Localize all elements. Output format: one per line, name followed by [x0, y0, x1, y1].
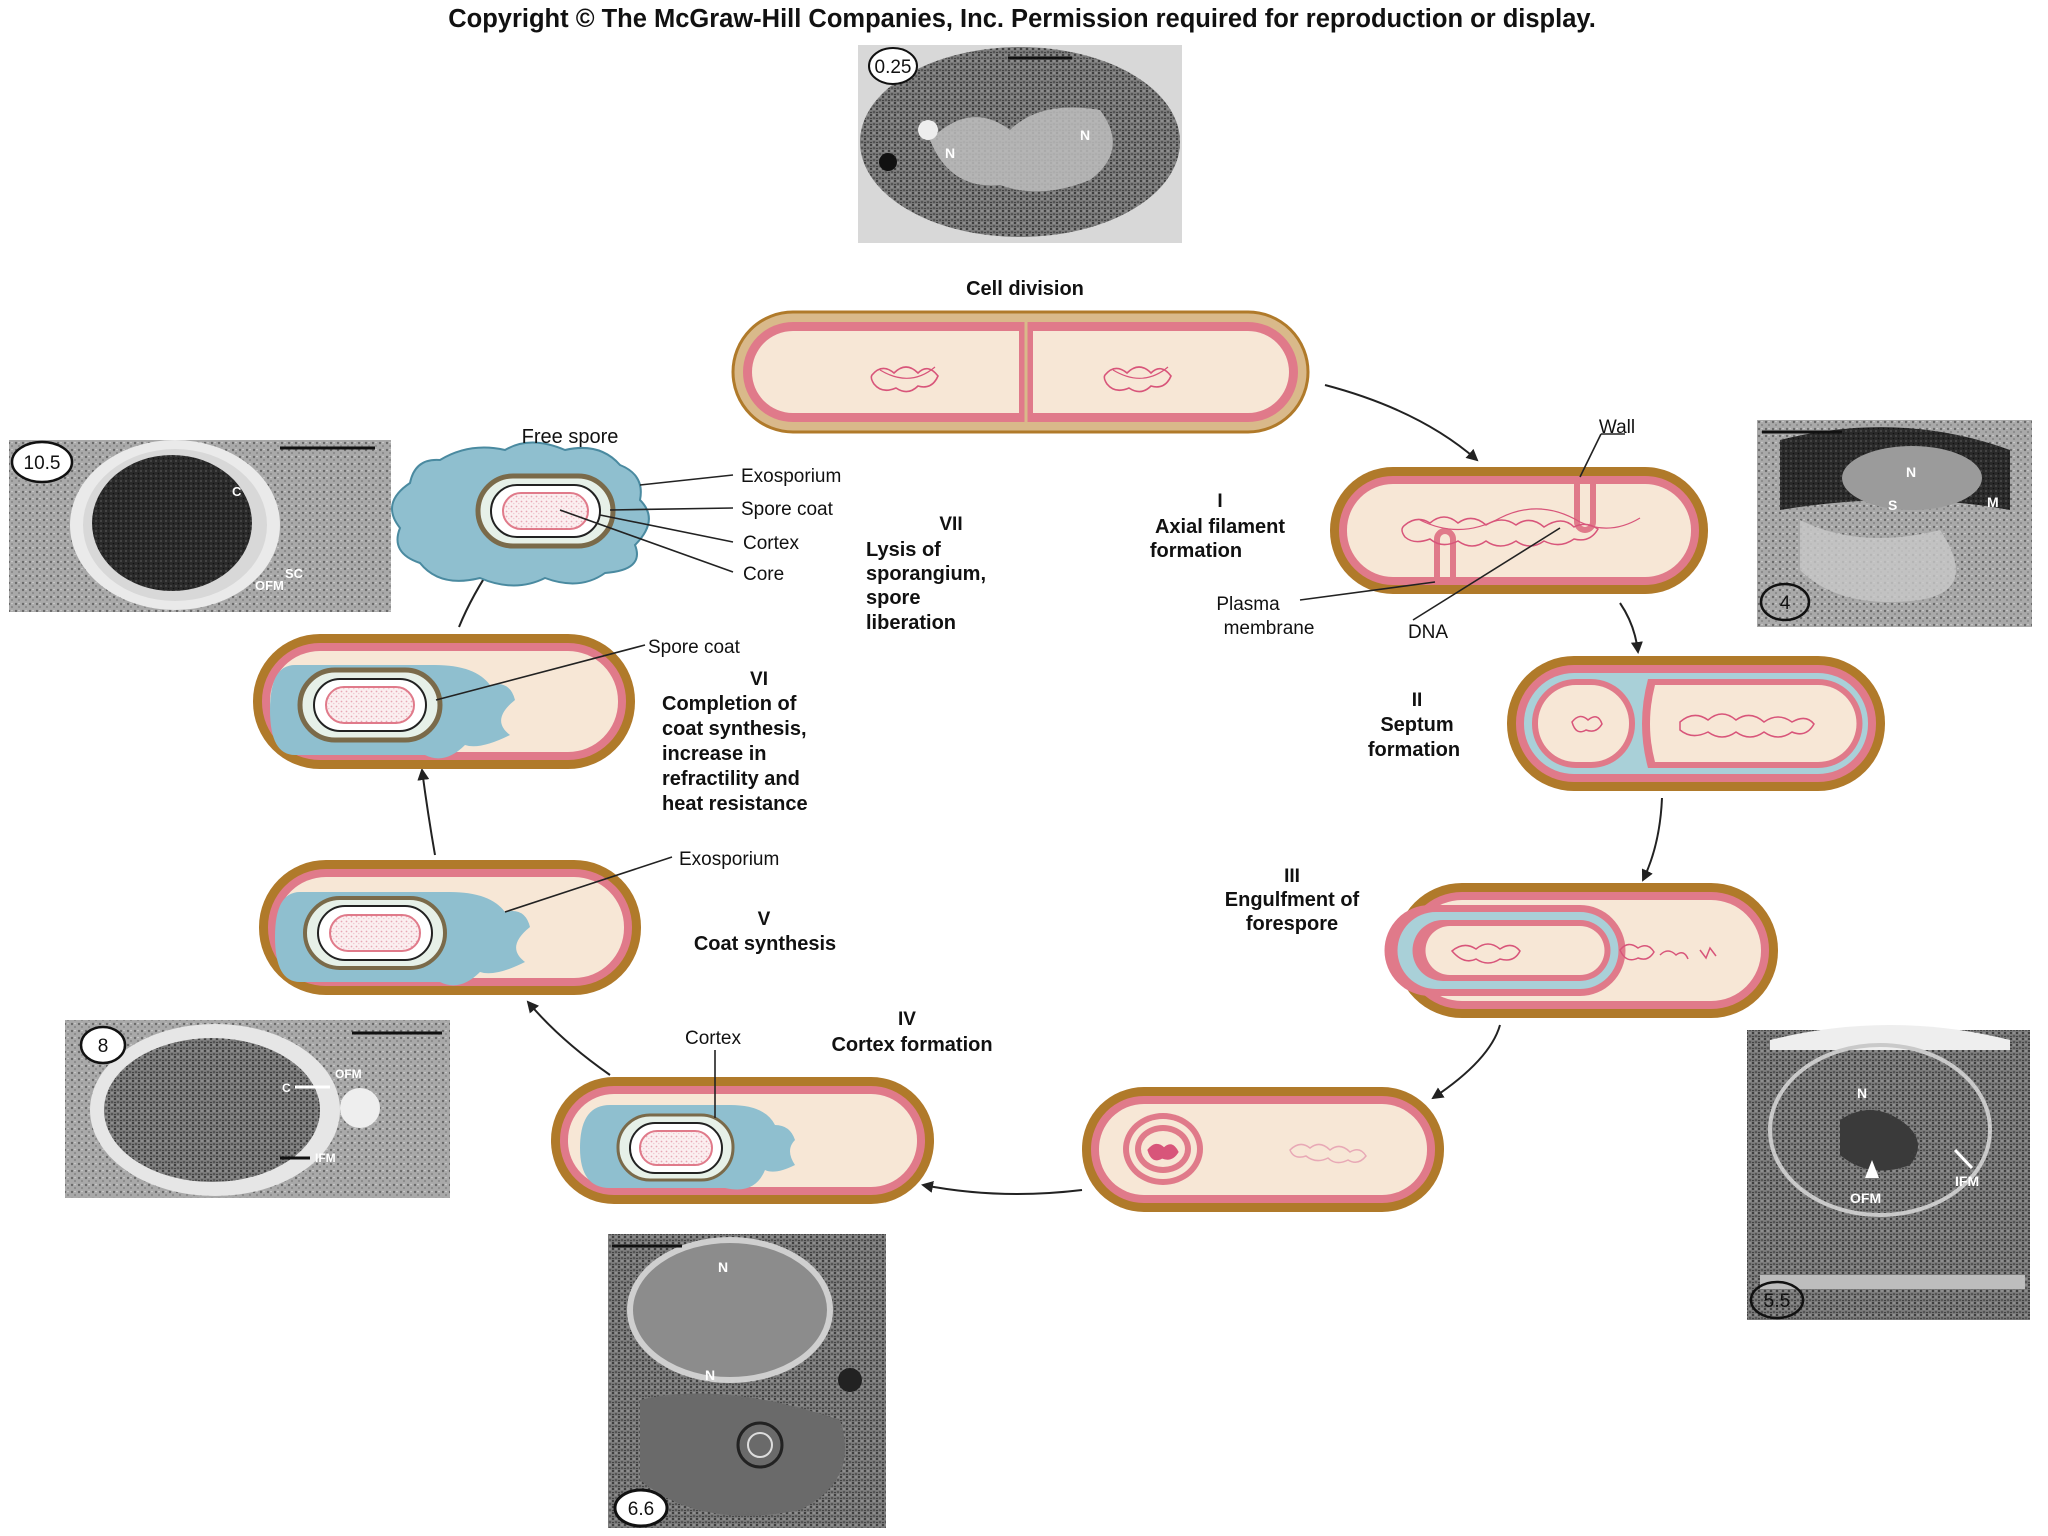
copyright-header: Copyright © The McGraw-Hill Companies, I… — [448, 5, 1596, 33]
micrograph-right-lower-time: 5.5 — [1764, 1291, 1790, 1312]
callout-cortex-iv: Cortex — [685, 1028, 741, 1049]
arrow-i-to-ii — [1619, 602, 1643, 654]
stage-vi-label: coat synthesis, — [662, 718, 807, 740]
cell-stage-v — [259, 860, 641, 995]
leader-wall — [1579, 433, 1602, 478]
micrograph-left-lower-time: 8 — [98, 1036, 109, 1057]
arrow-iii-to-iv — [1431, 1024, 1501, 1100]
stage-vi-label: refractility and — [662, 768, 800, 790]
micrograph-right-lower-label: N — [1857, 1085, 1867, 1101]
callout-spore-coat-vi: Spore coat — [648, 637, 741, 658]
micrograph-left-lower-label: C — [282, 1081, 291, 1095]
stage-vii-label: spore — [866, 587, 920, 609]
micrograph-left-lower-label: OFM — [335, 1067, 362, 1081]
micrograph-right-lower: 5.5 N OFM IFM — [1747, 1025, 2030, 1320]
stage-vi-number: VI — [750, 669, 768, 690]
callout-core: Core — [743, 564, 784, 585]
leader-lines — [435, 433, 1625, 1118]
callout-exosporium: Exosporium — [741, 466, 841, 487]
micrograph-top: 0.25 N N — [858, 45, 1182, 243]
stage-i-label: Axial filament — [1155, 516, 1285, 538]
micrograph-right-upper-time: 4 — [1780, 593, 1791, 614]
callout-cortex: Cortex — [743, 533, 799, 554]
arrow-iv-to-v — [526, 1000, 611, 1076]
leader-plasma-membrane — [1299, 581, 1436, 601]
leader-dna — [1412, 527, 1561, 621]
cell-stage-vi — [253, 634, 635, 769]
stage-i-label: formation — [1150, 540, 1242, 562]
micrograph-top-label: N — [945, 145, 955, 161]
callout-spore-coat: Spore coat — [741, 499, 834, 520]
stage-vii-label: liberation — [866, 612, 956, 634]
callout-exosporium-v: Exosporium — [679, 849, 779, 870]
cycle-arrows — [417, 384, 1663, 1195]
micrograph-bottom-label: N — [718, 1259, 728, 1275]
stage-iii-label: Engulfment of — [1225, 889, 1360, 911]
stage-iii-number: III — [1284, 866, 1300, 887]
arrow-iv-to-iv-cell — [921, 1181, 1083, 1195]
stage-vi-label: increase in — [662, 743, 767, 765]
micrograph-left-upper: 10.5 C SC OFM — [9, 440, 391, 612]
stage-ii-number: II — [1412, 690, 1423, 711]
micrograph-left-upper-time: 10.5 — [24, 453, 61, 474]
cell-stage-iii — [1384, 883, 1778, 1018]
micrograph-left-upper-label: OFM — [255, 578, 284, 593]
micrograph-bottom-time: 6.6 — [628, 1499, 654, 1520]
micrograph-right-lower-label: IFM — [1955, 1173, 1979, 1189]
stage-vii-number: VII — [939, 514, 962, 535]
micrograph-bottom-label: N — [705, 1367, 715, 1383]
micrograph-left-lower: 8 OFM IFM C — [65, 1020, 450, 1198]
leader-cortex — [599, 514, 734, 543]
stage-vi-label: heat resistance — [662, 793, 808, 815]
stage-ii-label: Septum — [1380, 714, 1453, 736]
stage-ii-label: formation — [1368, 739, 1460, 761]
micrograph-left-upper-label: C — [232, 484, 242, 499]
micrograph-right-upper-label: M — [1987, 494, 1999, 510]
micrograph-left-upper-label: SC — [285, 566, 304, 581]
stage-label-cell-division: Cell division — [966, 278, 1084, 300]
arrow-ii-to-iii — [1641, 797, 1663, 882]
stage-vii-label: Lysis of — [866, 539, 941, 561]
stage-iv-label: Cortex formation — [831, 1034, 992, 1056]
leader-spore-coat — [609, 507, 734, 511]
stage-i-number: I — [1217, 491, 1222, 512]
micrograph-right-upper-label: N — [1906, 464, 1916, 480]
callout-plasma-membrane: Plasma — [1216, 594, 1280, 615]
callout-wall: Wall — [1599, 417, 1635, 438]
leader-spore-coat-vi — [435, 644, 646, 701]
callout-free-spore: Free spore — [522, 426, 619, 448]
micrograph-right-lower-label: OFM — [1850, 1190, 1881, 1206]
cell-stage-i — [1330, 467, 1708, 594]
micrograph-top-label: N — [1080, 127, 1090, 143]
cell-division — [731, 310, 1310, 434]
micrograph-top-time: 0.25 — [875, 57, 912, 78]
leader-core — [559, 509, 734, 573]
leader-exosporium — [639, 474, 734, 486]
cell-stage-ii — [1507, 656, 1885, 791]
micrograph-right-upper-label: S — [1888, 497, 1897, 513]
stage-v-label: Coat synthesis — [694, 933, 836, 955]
callout-plasma-membrane: membrane — [1224, 618, 1315, 639]
arrow-division-to-i — [1324, 384, 1479, 462]
cell-stage-iii-forespore — [1082, 1087, 1444, 1212]
stage-vii-label: sporangium, — [866, 563, 986, 585]
micrograph-bottom: 6.6 N N — [608, 1234, 886, 1528]
leader-exosporium-v — [504, 856, 673, 913]
free-spore — [391, 441, 650, 587]
micrograph-right-upper: 4 N S M — [1757, 420, 2032, 627]
callout-dna: DNA — [1408, 622, 1448, 643]
stage-vi-label: Completion of — [662, 693, 797, 715]
cell-stage-iv — [551, 1077, 934, 1204]
stage-iv-number: IV — [898, 1009, 916, 1030]
stage-iii-label: forespore — [1246, 913, 1338, 935]
stage-v-number: V — [758, 909, 771, 930]
micrograph-left-lower-label: IFM — [315, 1151, 336, 1165]
arrow-v-to-vi — [417, 768, 436, 856]
